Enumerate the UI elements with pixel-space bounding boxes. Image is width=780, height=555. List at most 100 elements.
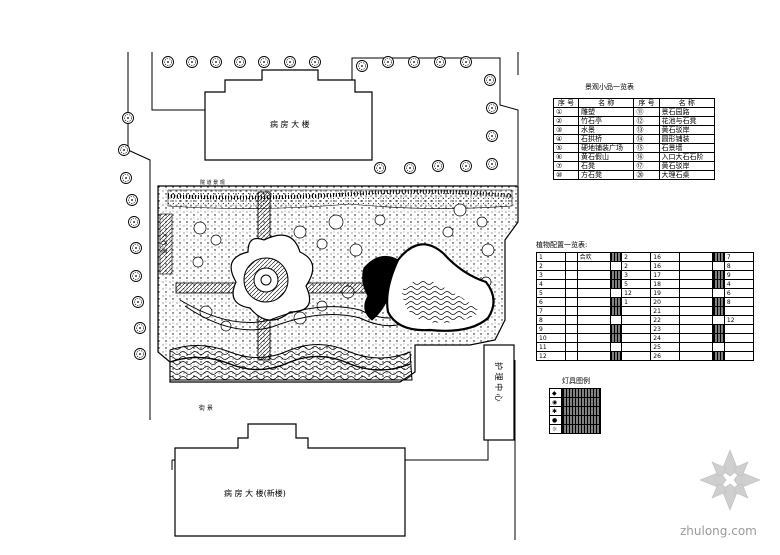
plant-cell: [712, 351, 725, 361]
plant-cell: 1: [535, 252, 567, 262]
plant-cell: 8: [723, 261, 755, 271]
plant-cell: [609, 288, 623, 298]
item-no: ⑳: [633, 170, 660, 180]
plant-cell: [621, 324, 652, 334]
tree-column-left: [120, 172, 146, 360]
plant-cell: [679, 342, 714, 352]
plant-cell: [712, 315, 725, 325]
plant-cell: [679, 333, 714, 343]
plant-cell: [609, 315, 623, 325]
road-bottom-label: 街 景: [199, 404, 213, 412]
site-boundary: [127, 52, 519, 540]
plant-cell: [609, 333, 623, 343]
plant-cell: 8: [723, 297, 755, 307]
plant-cell: [576, 297, 611, 307]
plant-cell: 9: [535, 324, 567, 334]
header-no-1: 序 号: [552, 98, 580, 108]
plant-cell: 20: [650, 297, 681, 307]
plant-cell: [679, 351, 714, 361]
item-name: 圆形铺装: [658, 134, 716, 144]
tree-row-top-right: [356, 56, 498, 174]
plant-cell: [712, 306, 725, 316]
building-top: [204, 69, 373, 161]
plant-cell: 8: [535, 315, 567, 325]
plant-cell: [609, 261, 623, 271]
plant-cell: 22: [650, 315, 681, 325]
item-no: ⑭: [633, 134, 660, 144]
item-name: 石拱桥: [578, 134, 635, 144]
table-row: ●: [549, 415, 601, 425]
plant-cell: 25: [650, 342, 681, 352]
plant-cell: [679, 324, 714, 334]
light-name: [561, 388, 601, 398]
plant-cell: [609, 297, 623, 307]
plant-cell: 1: [621, 297, 652, 307]
table-row: ☼: [549, 424, 601, 434]
plant-cell: 19: [650, 288, 681, 298]
plant-cell: 11: [535, 342, 567, 352]
item-name: 入口大石石阶: [658, 152, 716, 162]
item-name: 石景墙: [658, 143, 716, 153]
item-no: ②: [552, 116, 580, 126]
plant-cell: 16: [650, 261, 681, 271]
plant-cell: [565, 261, 578, 271]
plant-cell: [609, 306, 623, 316]
item-no: ⑥: [552, 152, 580, 162]
plant-cell: 23: [650, 324, 681, 334]
plant-cell: [679, 306, 714, 316]
plant-cell: [609, 342, 623, 352]
plant-cell: [712, 288, 725, 298]
light-name: [561, 397, 601, 407]
garden-area: [157, 185, 519, 383]
plant-cell: [723, 306, 755, 316]
header-name-1: 名 称: [578, 98, 635, 108]
item-no: ⑰: [633, 161, 660, 171]
table-row: ◉: [549, 397, 601, 407]
plant-cell: [609, 351, 623, 361]
plant-cell: [679, 270, 714, 280]
table-row: ◆: [549, 388, 601, 398]
plant-cell: 3: [535, 270, 567, 280]
table-row: 11 25: [535, 342, 755, 352]
plant-cell: [565, 279, 578, 289]
item-no: ⑬: [633, 125, 660, 135]
item-no: ③: [552, 125, 580, 135]
plant-cell: [576, 270, 611, 280]
light-name: [561, 406, 601, 416]
plant-cell: [712, 333, 725, 343]
plant-cell: [565, 306, 578, 316]
item-no: ⑯: [633, 152, 660, 162]
plant-cell: [576, 279, 611, 289]
table-row: 9 23: [535, 324, 755, 334]
plant-cell: [712, 270, 725, 280]
item-name: 石凳: [578, 161, 635, 171]
item-name: 黄石驳岸: [658, 161, 716, 171]
plant-cell: 合欢: [576, 252, 611, 262]
plant-cell: 7: [723, 252, 755, 262]
plant-cell: [576, 261, 611, 271]
plant-cell: [621, 315, 652, 325]
plant-cell: 2: [621, 252, 652, 262]
plant-cell: [576, 306, 611, 316]
light-symbol-icon: ☼: [549, 424, 562, 434]
plant-cell: 4: [723, 279, 755, 289]
plant-cell: 4: [535, 279, 567, 289]
light-symbol-icon: ◉: [549, 397, 562, 407]
plant-cell: [609, 270, 623, 280]
plant-cell: [621, 306, 652, 316]
nursing-center-label: 护 理 中 心: [494, 362, 504, 402]
building-bottom-label: 病 房 大 楼(新楼): [224, 488, 286, 498]
plant-cell: 21: [650, 306, 681, 316]
plant-cell: 2: [535, 261, 567, 271]
plant-cell: [565, 324, 578, 334]
light-name: [561, 424, 601, 434]
header-name-2: 名 称: [658, 98, 716, 108]
plant-cell: [565, 270, 578, 280]
plant-cell: [712, 279, 725, 289]
